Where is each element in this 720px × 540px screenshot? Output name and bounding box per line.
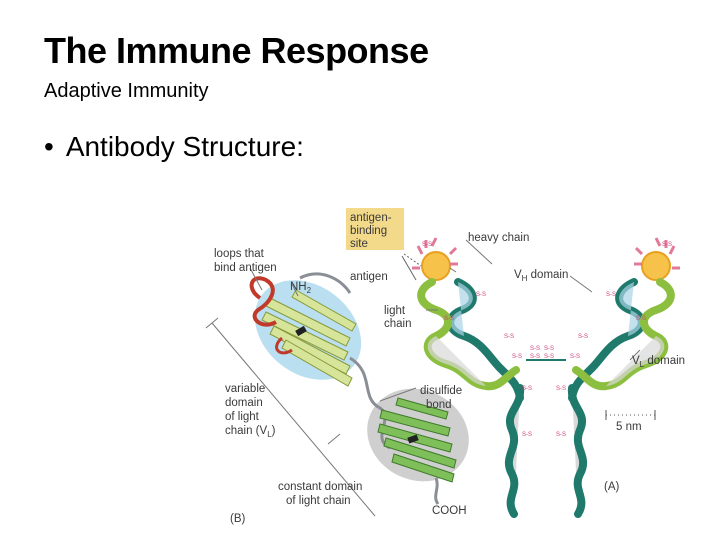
label-vh-domain: VH domain [514, 269, 568, 283]
fc-heavy-left [504, 384, 525, 518]
label-variable-line3: of light [225, 411, 260, 423]
label-nh2: NH2 [290, 281, 312, 295]
label-antigen-binding-line2: binding [350, 225, 387, 237]
svg-text:S-S: S-S [476, 292, 486, 298]
svg-text:S-S: S-S [606, 292, 616, 298]
disulfide-bond-c [407, 434, 419, 444]
antigen-loops [249, 276, 277, 327]
disulfide-markers: S-S S-S S-S S-S S-S S-S S-S S-S S-S S-S … [422, 242, 672, 438]
domain-guide-line [211, 322, 376, 517]
slide-subtitle: Adaptive Immunity [44, 80, 209, 102]
svg-text:S-S: S-S [570, 354, 580, 360]
svg-text:S-S: S-S [544, 354, 554, 360]
svg-text:S-S: S-S [512, 354, 522, 360]
svg-text:S-S: S-S [556, 432, 566, 438]
slide-title: The Immune Response [44, 30, 429, 71]
variable-beta-strands [261, 289, 357, 387]
svg-text:S-S: S-S [504, 334, 514, 340]
svg-text:S-S: S-S [556, 386, 566, 392]
label-constant-line1: constant domain [278, 481, 362, 493]
label-cooh: COOH [432, 505, 467, 517]
label-light-chain-line2: chain [384, 318, 412, 330]
svg-text:S-S: S-S [544, 346, 554, 352]
constant-beta-strands [377, 397, 457, 483]
label-scale: 5 nm [616, 421, 642, 433]
label-antigen: antigen [350, 271, 388, 283]
svg-text:S-S: S-S [530, 354, 540, 360]
label-panel-a: (A) [604, 481, 620, 493]
label-variable-line1: variable [225, 383, 265, 395]
svg-text:S-S: S-S [444, 316, 454, 322]
label-constant-line2: of light chain [286, 495, 351, 507]
label-antigen-binding-line3: site [350, 238, 368, 250]
bullet-item: • Antibody Structure: [44, 131, 304, 163]
antigen-left [421, 251, 451, 281]
svg-text:S-S: S-S [662, 242, 672, 248]
svg-text:S-S: S-S [522, 386, 532, 392]
panel-a-antibody-schematic: S-S S-S S-S S-S S-S S-S S-S S-S S-S S-S … [346, 208, 680, 518]
svg-text:S-S: S-S [422, 242, 432, 248]
antigen-binding-label-box [346, 208, 404, 250]
label-antigen-binding-line1: antigen- [350, 212, 392, 224]
svg-text:S-S: S-S [522, 432, 532, 438]
label-variable-line4: chain (VL) [225, 425, 276, 439]
panel-b-ribbon-structure [205, 267, 469, 517]
label-disulfide-line2: bond [426, 399, 452, 411]
label-vl-domain: VL domain [632, 355, 685, 369]
disulfide-bond-v [295, 325, 307, 337]
label-panel-b: (B) [230, 513, 246, 525]
binding-loops-right [634, 237, 680, 270]
bullet-text: Antibody Structure: [65, 131, 304, 162]
antibody-figure: loops that bind antigen NH2 variable dom… [205, 208, 685, 525]
binding-loops-left [412, 237, 458, 270]
label-loops-line2: bind antigen [214, 262, 277, 274]
svg-text:S-S: S-S [530, 346, 540, 352]
svg-text:S-S: S-S [636, 316, 646, 322]
bullet-marker: • [44, 131, 54, 162]
label-variable-line2: domain [225, 397, 263, 409]
label-disulfide-line1: disulfide [420, 385, 462, 397]
linker-chain [349, 356, 391, 450]
label-light-chain-line1: light [384, 305, 406, 317]
antigen-right [641, 251, 671, 281]
label-loops-line1: loops that [214, 248, 265, 260]
svg-text:S-S: S-S [578, 334, 588, 340]
label-heavy-chain: heavy chain [468, 232, 529, 244]
fc-heavy-right [567, 384, 588, 518]
